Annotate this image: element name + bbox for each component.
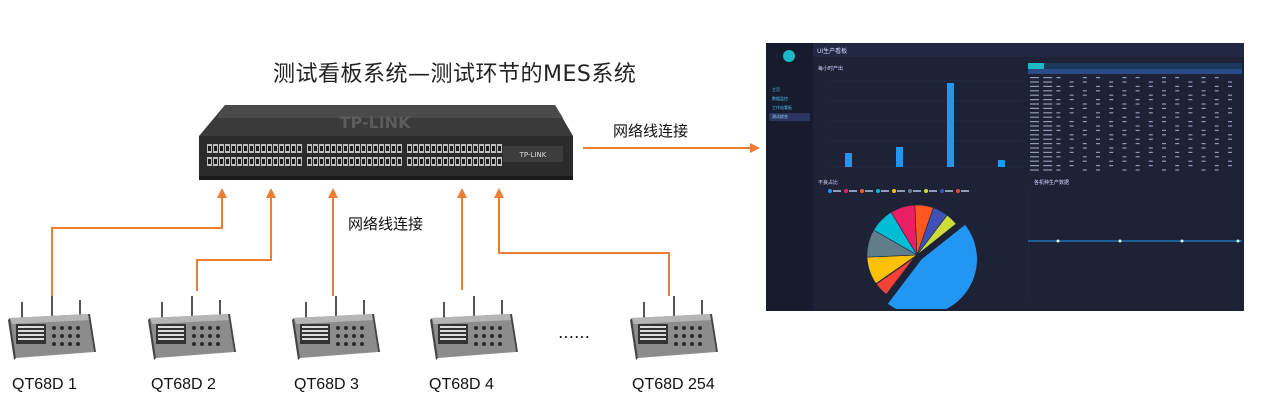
- pie-slice: [887, 223, 978, 309]
- dashboard-nav-item[interactable]: 工作站看板: [772, 105, 792, 110]
- dashboard-avatar: [783, 50, 795, 62]
- dashboard-pie-chart: [828, 189, 978, 309]
- dashboard-screenshot: 主页 数据监控 工作站看板 测试综合 UI生产看板 每小时产出 不良占比 各机种…: [766, 43, 1244, 311]
- device-label: QT68D 1: [12, 376, 77, 393]
- link-device2: [196, 188, 276, 291]
- panel-title-models: 各机种生产数据: [1034, 180, 1070, 186]
- connection-label-top: 网络线连接: [613, 122, 689, 140]
- device-label: QT68D 2: [151, 376, 216, 393]
- ellipsis: ……: [558, 323, 590, 342]
- dashboard-nav-item[interactable]: 数据监控: [772, 96, 788, 101]
- panel-title-hourly: 每小时产出: [818, 66, 844, 72]
- pie-slice: [875, 257, 915, 295]
- dashboard-line-chart: [1028, 189, 1242, 301]
- dashboard-nav-item[interactable]: 测试综合: [772, 114, 788, 119]
- network-switch: TP-LINK TP-LINK: [199, 105, 573, 180]
- link-device254: [494, 188, 670, 296]
- switch-logo-embossed: TP-LINK: [340, 113, 412, 132]
- switch-brand: TP-LINK: [519, 151, 547, 159]
- dashboard-sidebar: 主页 数据监控 工作站看板 测试综合: [766, 43, 813, 311]
- dashboard-bar: [947, 83, 954, 167]
- dashboard-nav-active: [769, 113, 810, 121]
- dashboard-title: UI生产看板: [817, 48, 848, 55]
- pie-slice: [916, 214, 957, 256]
- diagram-title: 测试看板系统—测试环节的MES系统: [273, 62, 637, 87]
- dashboard-bar: [896, 147, 903, 167]
- dashboard-bar-chart: [831, 80, 1023, 168]
- panel-title-defect: 不良占比: [818, 180, 839, 186]
- test-device: [430, 296, 518, 368]
- test-device: [8, 296, 96, 368]
- device-label: QT68D 254: [632, 376, 715, 393]
- dashboard-nav-item[interactable]: 主页: [772, 87, 780, 92]
- connection-label-middle: 网络线连接: [348, 215, 424, 233]
- link-device1: [51, 188, 227, 296]
- dashboard-bar: [998, 160, 1005, 167]
- device-label: QT68D 3: [294, 376, 359, 393]
- dashboard-bar: [845, 153, 852, 167]
- device-label: QT68D 4: [429, 376, 494, 393]
- test-device: [630, 296, 718, 368]
- test-device: [148, 296, 236, 368]
- dashboard-header: UI生产看板: [813, 43, 1244, 57]
- dashboard-table: [1028, 63, 1242, 171]
- test-device: [292, 296, 380, 368]
